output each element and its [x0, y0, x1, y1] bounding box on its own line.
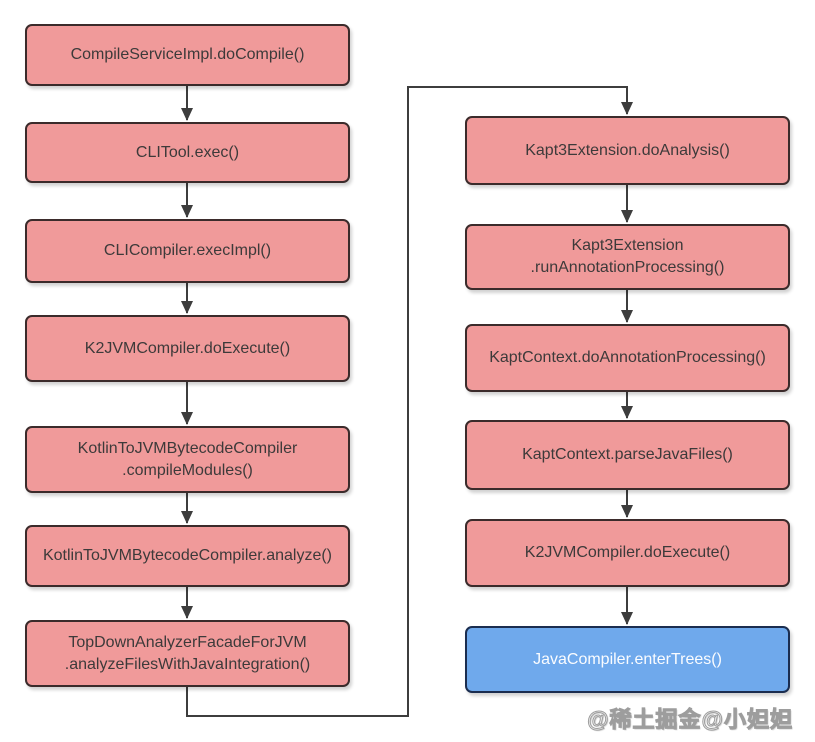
node-label: JavaCompiler.enterTrees() [533, 650, 722, 668]
node-label: KaptContext.doAnnotationProcessing() [489, 349, 766, 366]
node-kapt3extension-runannotationprocessing: Kapt3Extension .runAnnotationProcessing(… [465, 224, 790, 290]
watermark: @稀土掘金@小妲妲 [587, 707, 793, 733]
node-k2jvmcompiler-doexecute-right: K2JVMCompiler.doExecute() [465, 519, 790, 587]
node-label: KotlinToJVMBytecodeCompiler.analyze() [42, 547, 332, 564]
node-label: Kapt3Extension.doAnalysis() [525, 141, 730, 159]
node-label: CLITool.exec() [135, 143, 240, 161]
node-kotlintojvm-compilemodules: KotlinToJVMBytecodeCompiler .compileModu… [25, 426, 350, 493]
flow-arrows [181, 86, 633, 717]
node-label: TopDownAnalyzerFacadeForJVM .analyzeFile… [64, 633, 311, 673]
node-label: K2JVMCompiler.doExecute() [84, 339, 291, 357]
node-kaptcontext-parsejavafiles: KaptContext.parseJavaFiles() [465, 420, 790, 490]
node-label: K2JVMCompiler.doExecute() [524, 544, 731, 561]
node-label: KotlinToJVMBytecodeCompiler .compileModu… [77, 439, 298, 479]
node-kapt3extension-doanalysis: Kapt3Extension.doAnalysis() [465, 116, 790, 185]
node-kotlintojvm-analyze: KotlinToJVMBytecodeCompiler.analyze() [25, 525, 350, 587]
node-k2jvmcompiler-doexecute-left: K2JVMCompiler.doExecute() [25, 315, 350, 382]
node-label: CompileServiceImpl.doCompile() [70, 46, 305, 63]
node-javacompiler-entertrees: JavaCompiler.enterTrees() [465, 626, 790, 693]
node-label: CLICompiler.execImpl() [103, 242, 272, 259]
node-compileserviceimpl-docompile: CompileServiceImpl.doCompile() [25, 24, 350, 86]
node-topdownanalyzer-analyzefiles: TopDownAnalyzerFacadeForJVM .analyzeFile… [25, 620, 350, 687]
node-clicompiler-execimpl: CLICompiler.execImpl() [25, 219, 350, 283]
node-kaptcontext-doannotationprocessing: KaptContext.doAnnotationProcessing() [465, 324, 790, 392]
node-label: Kapt3Extension .runAnnotationProcessing(… [530, 237, 725, 276]
node-label: KaptContext.parseJavaFiles() [522, 446, 733, 463]
cross-column-connector [186, 86, 633, 717]
node-clitool-exec: CLITool.exec() [25, 122, 350, 183]
